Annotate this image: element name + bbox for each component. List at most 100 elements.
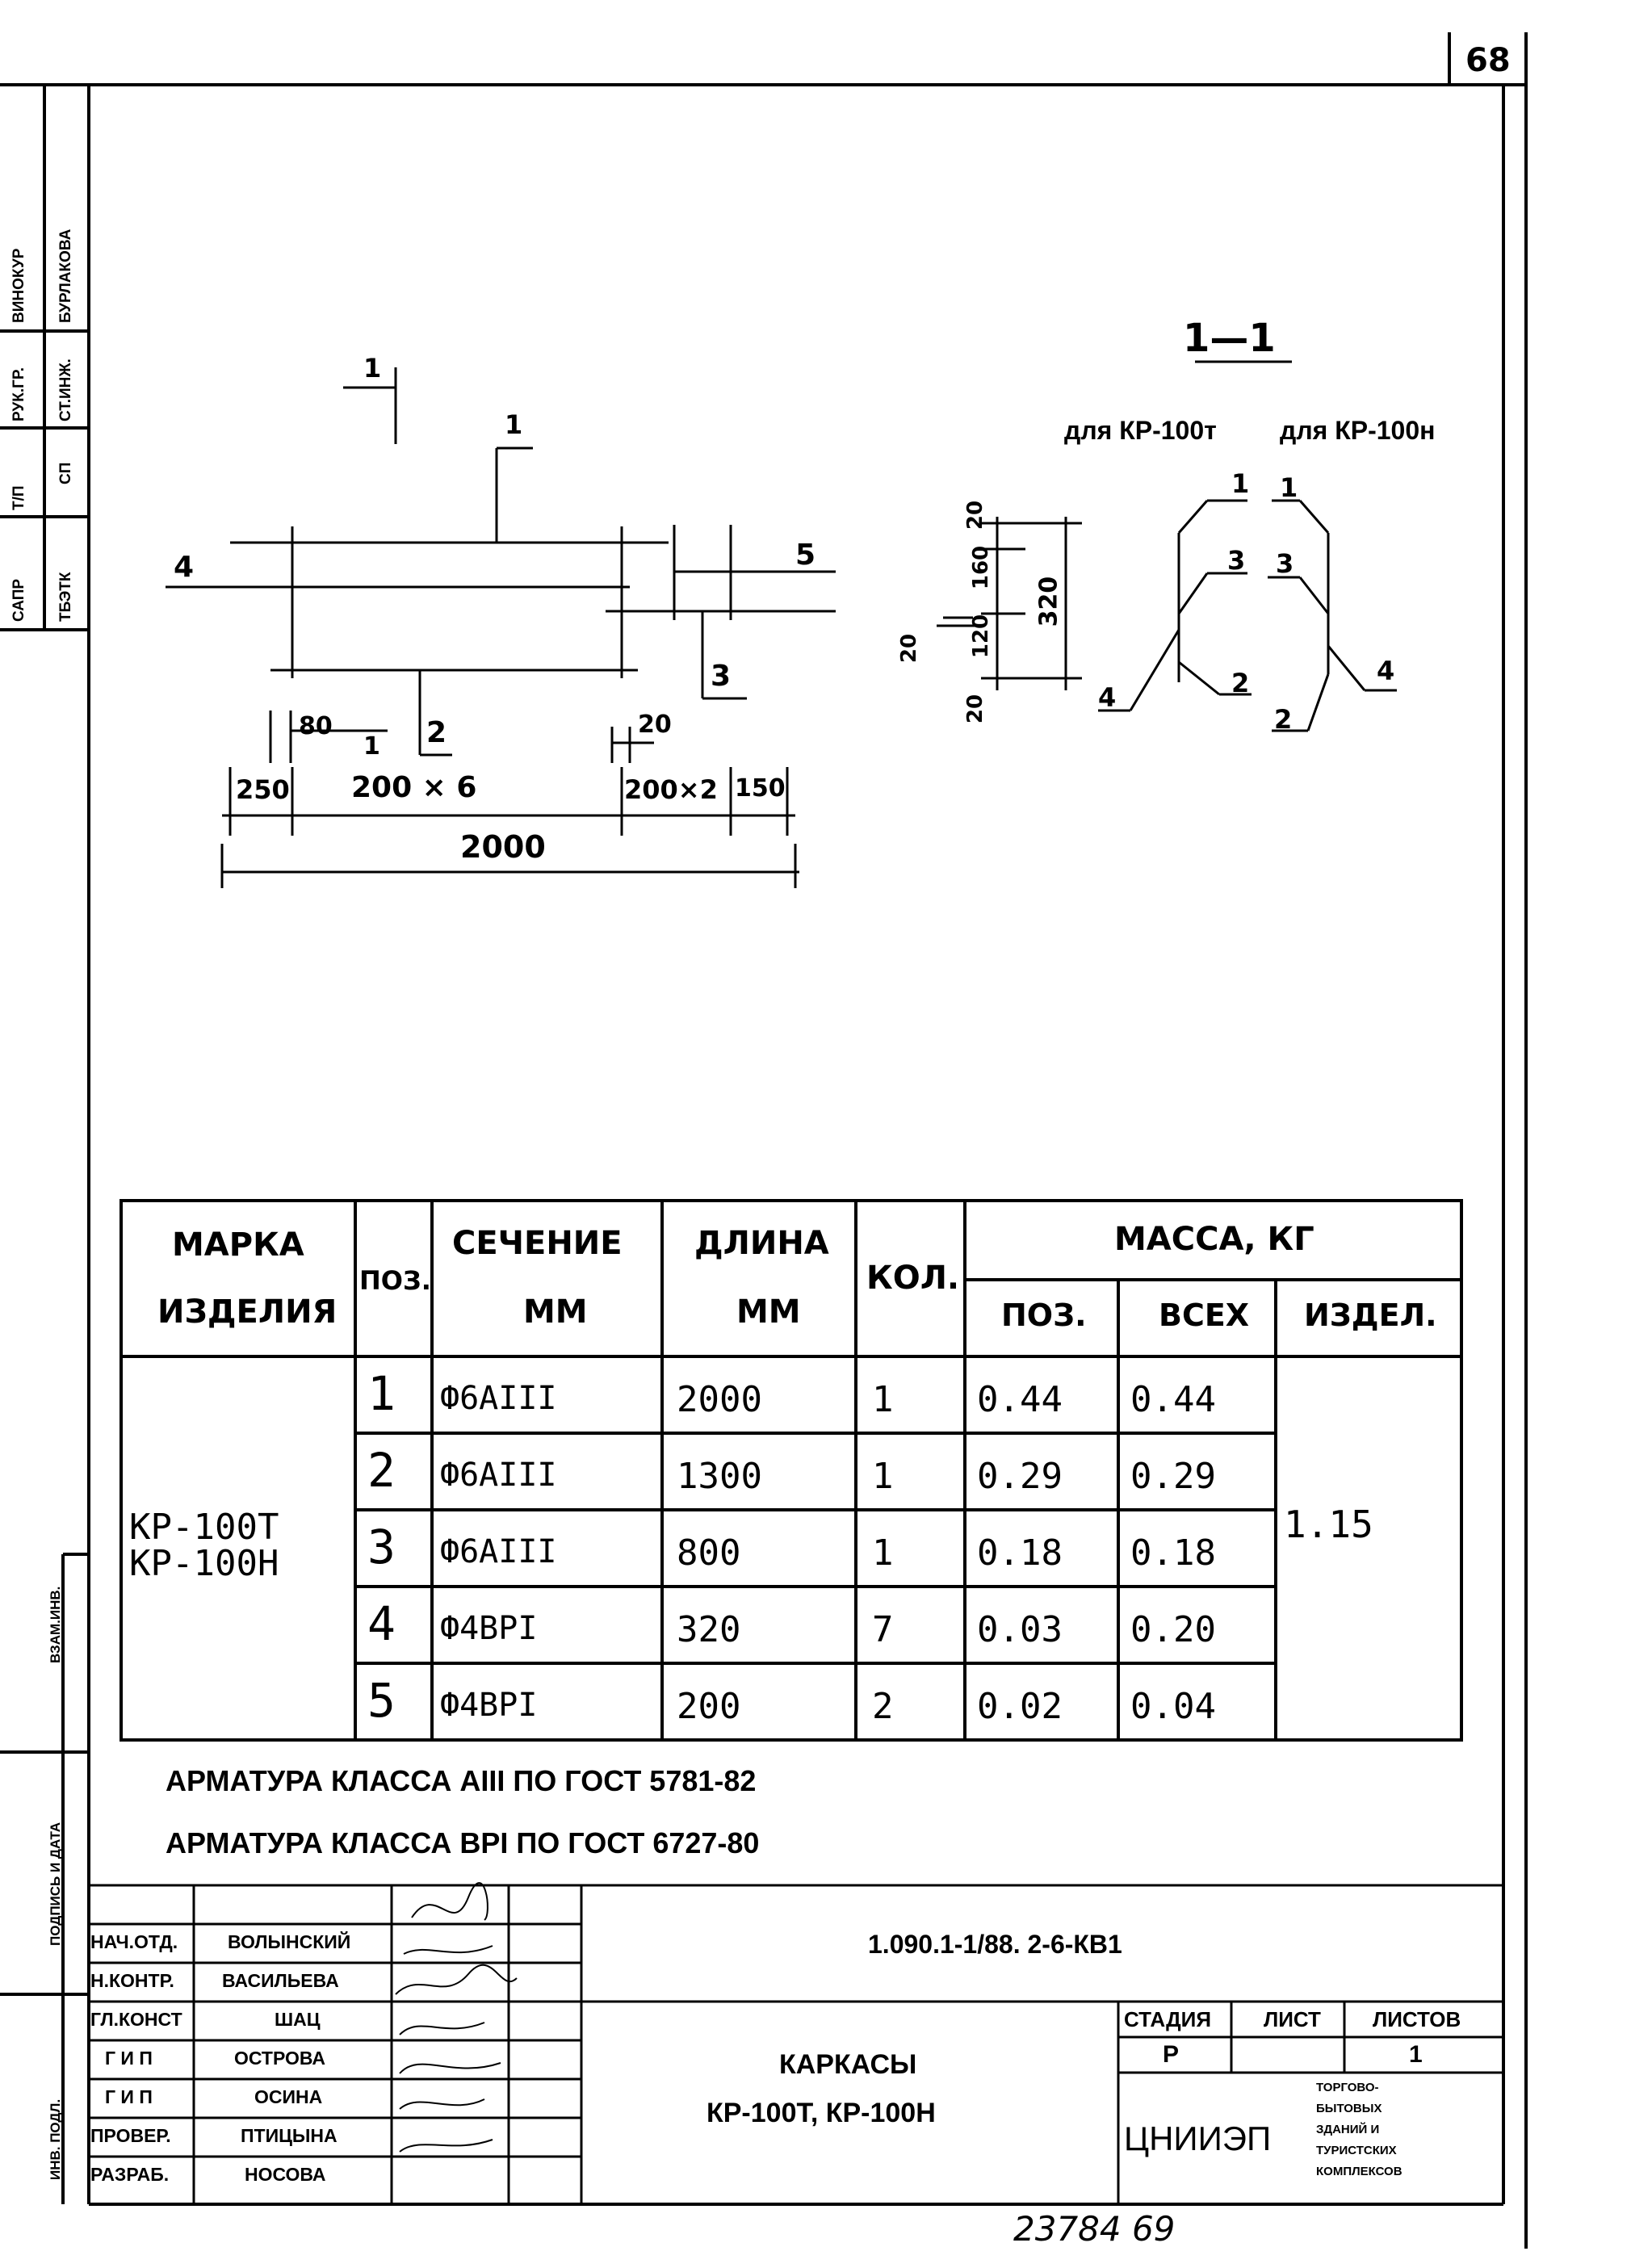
row-qty: 1 bbox=[872, 1379, 894, 1420]
role-label: НАЧ.ОТД. bbox=[90, 1931, 178, 1952]
header-section-line1: СЕЧЕНИЕ bbox=[452, 1225, 623, 1262]
header-mass: МАССА, КГ bbox=[1114, 1221, 1314, 1258]
header-pos: ПОЗ. bbox=[359, 1265, 431, 1296]
side-label-inv: ИНВ. ПОДЛ. bbox=[48, 2098, 63, 2180]
spec-table-grid bbox=[119, 1199, 1463, 1742]
section-for-h: для КР-100н bbox=[1280, 416, 1436, 445]
org-dept-line: ТОРГОВО- bbox=[1316, 2081, 1379, 2094]
role-label: ГЛ.КОНСТ bbox=[90, 2009, 182, 2030]
row-mass-pos: 0.03 bbox=[977, 1609, 1063, 1650]
organization: ЦНИИЭП bbox=[1124, 2119, 1272, 2157]
row-length: 1300 bbox=[677, 1456, 762, 1497]
row-length: 2000 bbox=[677, 1379, 762, 1420]
section-label-t: 1 bbox=[1231, 468, 1250, 499]
dimension-200x6: 200 × 6 bbox=[351, 771, 477, 804]
row-pos: 2 bbox=[367, 1443, 396, 1498]
row-pos: 4 bbox=[367, 1596, 396, 1651]
section-dimension: 20 bbox=[897, 633, 922, 664]
position-label: 2 bbox=[426, 716, 447, 749]
section-label-t: 3 bbox=[1227, 545, 1246, 576]
role-label: Н.КОНТР. bbox=[90, 1970, 174, 1991]
sheet-label: ЛИСТ bbox=[1264, 2007, 1321, 2031]
role-label: РАЗРАБ. bbox=[90, 2164, 170, 2185]
role-name: ОСИНА bbox=[254, 2086, 323, 2107]
section-label-h: 4 bbox=[1377, 656, 1395, 686]
handwritten-inventory-number: 23784 69 bbox=[1013, 2209, 1176, 2249]
section-dimension: 20 bbox=[963, 694, 988, 724]
row-section: Ф4ВРI bbox=[440, 1687, 538, 1724]
signatures bbox=[395, 1882, 518, 2153]
row-pos: 1 bbox=[367, 1366, 396, 1421]
title-block-grid bbox=[89, 1884, 1503, 2204]
dimension-150: 150 bbox=[735, 774, 786, 803]
row-length: 800 bbox=[677, 1532, 741, 1574]
dimension-2000: 2000 bbox=[460, 829, 546, 865]
header-qty: КОЛ. bbox=[866, 1260, 960, 1297]
header-length-line2: ММ bbox=[736, 1293, 801, 1331]
header-mark-line2: ИЗДЕЛИЯ bbox=[157, 1293, 338, 1331]
row-mass-pos: 0.44 bbox=[977, 1379, 1063, 1420]
side-stamp-label: СТ.ИНЖ. bbox=[57, 358, 74, 421]
sheets-label: ЛИСТОВ bbox=[1373, 2007, 1461, 2031]
side-stamp-label: ТБЭТК bbox=[57, 572, 74, 622]
header-mass-item: ИЗДЕЛ. bbox=[1304, 1297, 1437, 1333]
section-title: 1—1 bbox=[1183, 316, 1276, 361]
section-label-t: 4 bbox=[1098, 682, 1117, 713]
side-stamp-label: БУРЛАКОВА bbox=[57, 228, 74, 323]
org-dept-line: БЫТОВЫХ bbox=[1316, 2102, 1382, 2115]
role-label: Г И П bbox=[105, 2086, 153, 2107]
org-dept-line: ЗДАНИЙ И bbox=[1316, 2123, 1380, 2136]
note-line: АРМАТУРА КЛАССА ВРI ПО ГОСТ 6727-80 bbox=[166, 1826, 760, 1859]
position-label: 4 bbox=[174, 551, 195, 584]
mark-value-2: КР-100Н bbox=[129, 1543, 279, 1584]
stage-label: СТАДИЯ bbox=[1124, 2007, 1212, 2031]
row-mass-pos: 0.02 bbox=[977, 1686, 1063, 1727]
section-label-h: 2 bbox=[1274, 704, 1293, 735]
side-label-vzam: ВЗАМ.ИНВ. bbox=[48, 1586, 63, 1663]
side-stamp-label: СП bbox=[57, 462, 74, 484]
header-length-line1: ДЛИНА bbox=[694, 1225, 829, 1262]
position-label: 3 bbox=[711, 660, 732, 693]
side-stamp-label: РУК.ГР. bbox=[10, 367, 27, 421]
position-label: 1 bbox=[505, 409, 523, 440]
row-section: Ф6АIII bbox=[440, 1533, 557, 1570]
row-mass-all: 0.44 bbox=[1130, 1379, 1216, 1420]
section-drawing bbox=[937, 360, 1397, 732]
row-mass-all: 0.04 bbox=[1130, 1686, 1216, 1727]
side-stamp-label: Т/П bbox=[10, 485, 27, 510]
section-dimension: 120 bbox=[969, 614, 994, 659]
row-qty: 1 bbox=[872, 1456, 894, 1497]
dimension-20: 20 bbox=[638, 711, 672, 739]
section-label-h: 3 bbox=[1276, 548, 1294, 579]
header-section-line2: ММ bbox=[523, 1293, 588, 1331]
row-mass-all: 0.18 bbox=[1130, 1532, 1216, 1574]
org-dept-line: ТУРИСТСКИХ bbox=[1316, 2144, 1397, 2157]
role-name: НОСОВА bbox=[245, 2164, 326, 2185]
drawing-title-line1: КАРКАСЫ bbox=[779, 2049, 917, 2080]
dimension-250: 250 bbox=[236, 774, 290, 805]
row-section: Ф4ВРI bbox=[440, 1610, 538, 1647]
row-section: Ф6АIII bbox=[440, 1457, 557, 1494]
section-for-t: для КР-100т bbox=[1064, 416, 1217, 445]
doc-code: 1.090.1-1/88. 2-6-КВ1 bbox=[868, 1930, 1122, 1959]
row-section: Ф6АIII bbox=[440, 1380, 557, 1417]
header-mass-pos: ПОЗ. bbox=[1001, 1297, 1087, 1333]
role-label: ПРОВЕР. bbox=[90, 2125, 171, 2146]
row-mass-all: 0.20 bbox=[1130, 1609, 1216, 1650]
side-stamp-label: САПР bbox=[10, 578, 27, 622]
role-name: ВАСИЛЬЕВА bbox=[222, 1970, 339, 1991]
role-label: Г И П bbox=[105, 2048, 153, 2069]
row-mass-pos: 0.29 bbox=[977, 1456, 1063, 1497]
row-qty: 7 bbox=[872, 1609, 894, 1650]
section-label-h: 1 bbox=[1280, 472, 1298, 503]
row-length: 200 bbox=[677, 1686, 741, 1727]
section-mark-lower: 1 bbox=[363, 732, 380, 761]
note-line: АРМАТУРА КЛАССА АIII ПО ГОСТ 5781-82 bbox=[166, 1764, 757, 1797]
row-pos: 5 bbox=[367, 1673, 396, 1728]
header-mark-line1: МАРКА bbox=[172, 1226, 304, 1264]
side-label-podpis: ПОДПИСЬ И ДАТА bbox=[48, 1822, 63, 1946]
header-mass-all: ВСЕХ bbox=[1159, 1297, 1250, 1333]
side-stamp-label: ВИНОКУР bbox=[10, 248, 27, 323]
dimension-80: 80 bbox=[299, 712, 333, 740]
